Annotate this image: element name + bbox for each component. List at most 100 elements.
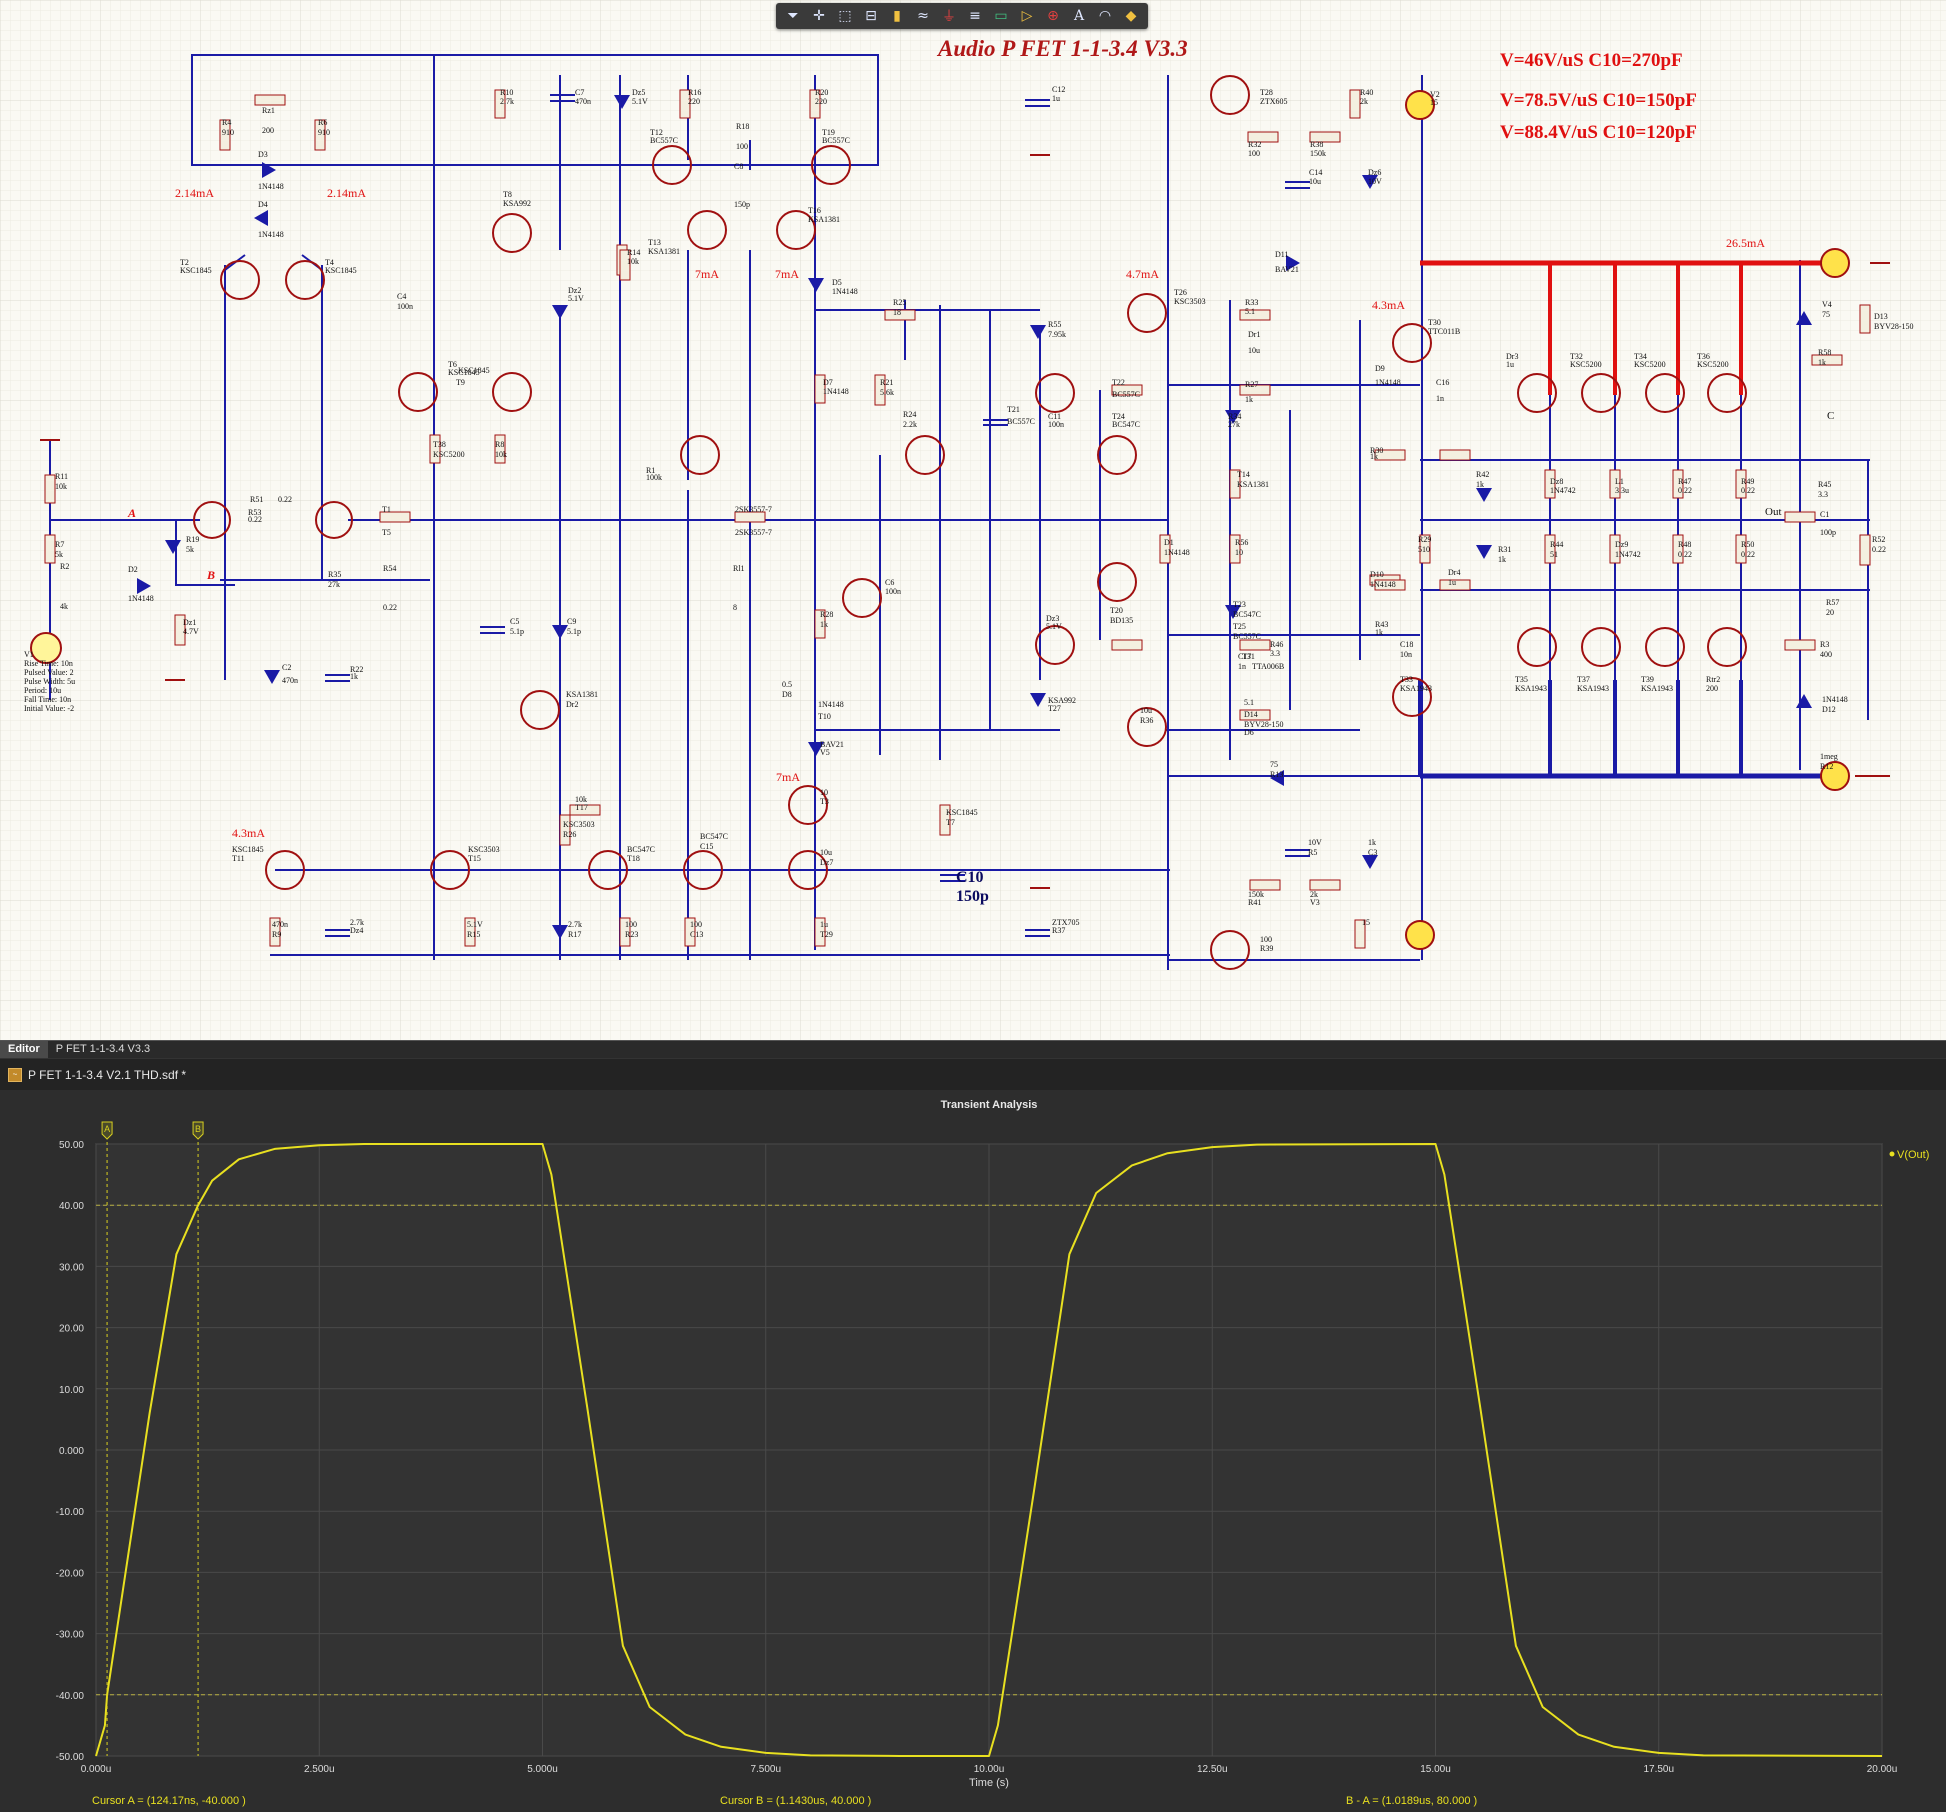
- slew-note-3: V=88.4V/uS C10=120pF: [1500, 122, 1697, 143]
- component-label: 510: [1418, 545, 1430, 554]
- component-label: 910: [222, 128, 234, 137]
- component-label: 100n: [1048, 420, 1064, 429]
- cursor-a-readout: Cursor A = (124.17ns, -40.000 ): [92, 1795, 246, 1807]
- tab-schematic[interactable]: P FET 1-1-3.4 V3.3: [55, 1043, 151, 1055]
- y-tick-label: 0.000: [59, 1446, 84, 1457]
- component-label: V5: [820, 748, 830, 757]
- transient-plot-panel[interactable]: Transient Analysis V(Out) Time (s) Curso…: [0, 1090, 1946, 1812]
- component-label: 470n: [272, 920, 288, 929]
- component-label: T2: [180, 258, 189, 267]
- component-label: C16: [1436, 378, 1450, 387]
- schematic-toolbar: ⏷ ✛ ⬚ ⊟ ▮ ≈ ⏚ ≡ ▭ ▷ ⊕ A ◠ ◆: [776, 3, 1148, 29]
- component-label: R34: [1228, 412, 1242, 421]
- component-label: KSC1845: [458, 366, 490, 375]
- component-icon[interactable]: ▮: [893, 8, 901, 24]
- component-label: Dz7: [820, 858, 834, 867]
- component-label: T23: [1233, 600, 1246, 609]
- document-tab[interactable]: ~ P FET 1-1-3.4 V2.1 THD.sdf *: [0, 1059, 194, 1091]
- source-v1[interactable]: V1 Rise Time: 10n Pulsed Value: 2 Pulse …: [24, 650, 75, 713]
- tab-editor[interactable]: Editor: [0, 1041, 48, 1059]
- component-label: 2.7k: [350, 918, 364, 927]
- component-label: 1N4148: [823, 387, 849, 396]
- component-label: 1u: [820, 920, 828, 929]
- component-label: L1: [1615, 477, 1624, 486]
- component-label: KSC5200: [1634, 360, 1666, 369]
- component-label: R1: [646, 466, 656, 475]
- component-label: ZTX605: [1260, 97, 1288, 106]
- arc-icon[interactable]: ◠: [1098, 8, 1112, 24]
- component-label: V3: [1310, 898, 1320, 907]
- component-label: Rtr2: [1706, 675, 1721, 684]
- wire-icon[interactable]: ≈: [917, 8, 929, 24]
- component-label: 1N4148: [128, 594, 154, 603]
- transient-chart[interactable]: Transient Analysis V(Out) Time (s) Curso…: [0, 1090, 1946, 1812]
- component-label: Dz9: [1615, 540, 1629, 549]
- component-label: C18: [1400, 640, 1414, 649]
- component-label: BC547C: [1233, 610, 1262, 619]
- y-tick-label: 40.00: [59, 1201, 84, 1212]
- schematic-canvas[interactable]: ⏷ ✛ ⬚ ⊟ ▮ ≈ ⏚ ≡ ▭ ▷ ⊕ A ◠ ◆ Audio P FET …: [0, 0, 1946, 1040]
- source-param: Pulse Width: 5u: [24, 677, 76, 686]
- component-label: R3: [1820, 640, 1830, 649]
- component-label: KSA1943: [1577, 684, 1610, 693]
- x-tick-label: 12.50u: [1197, 1764, 1228, 1775]
- component-label: R40: [1360, 88, 1374, 97]
- component-label: C13: [690, 930, 704, 939]
- component-label: Rl1: [733, 564, 745, 573]
- component-label: R37: [1052, 926, 1066, 935]
- component-label: D5: [832, 278, 842, 287]
- component-label: 1N4148: [1164, 548, 1190, 557]
- component-label: R53: [248, 508, 262, 517]
- component-label: 5.1p: [510, 627, 524, 636]
- component-label: T12: [650, 128, 663, 137]
- component-label: 8: [733, 603, 737, 612]
- align-icon[interactable]: ⊟: [865, 8, 877, 24]
- component-label: KSC1845: [180, 266, 212, 275]
- component-label: C3: [1368, 848, 1378, 857]
- component-label: R57: [1826, 598, 1840, 607]
- shape-icon[interactable]: ◆: [1125, 8, 1137, 24]
- component-label: 5.1V: [1046, 622, 1062, 631]
- component-label: 1N4742: [1550, 486, 1576, 495]
- port-icon[interactable]: ▷: [1021, 8, 1033, 24]
- component-label: KSC3503: [563, 820, 595, 829]
- component-label: 1u: [1506, 360, 1514, 369]
- ground-icon[interactable]: ⏚: [942, 9, 956, 25]
- component-label: R11: [55, 472, 69, 481]
- component-label: 5.1: [1245, 307, 1255, 316]
- component-label: R51: [250, 495, 264, 504]
- component-label: Dz6: [1368, 168, 1382, 177]
- component-label: 1k: [1818, 358, 1826, 367]
- component-label: 1k: [1368, 838, 1376, 847]
- component-label: D10: [1370, 570, 1384, 579]
- component-label: Dr4: [1448, 568, 1461, 577]
- component-label: T39: [1641, 675, 1654, 684]
- component-label: R56: [1235, 538, 1249, 547]
- component-label: R13: [1270, 770, 1284, 779]
- cursor-tag: A: [104, 1124, 110, 1134]
- component-label: T19: [822, 128, 835, 137]
- x-tick-label: 10.00u: [974, 1764, 1005, 1775]
- probe-icon[interactable]: ⊕: [1047, 8, 1059, 24]
- component-label: 5.6k: [880, 388, 894, 397]
- component-label: T9: [456, 378, 465, 387]
- component-label: T15: [468, 854, 481, 863]
- component-label: 220: [815, 97, 827, 106]
- component-label: R58: [1818, 348, 1832, 357]
- crosshair-icon[interactable]: ✛: [813, 8, 825, 24]
- component-label: 1k: [1370, 452, 1378, 461]
- filter-icon[interactable]: ⏷: [787, 8, 799, 24]
- component-label: R18: [736, 122, 750, 131]
- component-label: KSA1381: [808, 215, 841, 224]
- text-icon[interactable]: A: [1073, 8, 1085, 24]
- component-label: 10u: [1140, 706, 1152, 715]
- component-label: R6: [318, 118, 328, 127]
- bus-icon[interactable]: ≡: [969, 8, 981, 24]
- component-label: T18: [627, 854, 640, 863]
- select-box-icon[interactable]: ⬚: [838, 8, 852, 24]
- component-label: R21: [880, 378, 894, 387]
- net-label-icon[interactable]: ▭: [994, 8, 1008, 24]
- source-param: Fall Time: 10n: [24, 695, 72, 704]
- chart-legend: V(Out): [1889, 1149, 1929, 1161]
- component-label: 100: [690, 920, 702, 929]
